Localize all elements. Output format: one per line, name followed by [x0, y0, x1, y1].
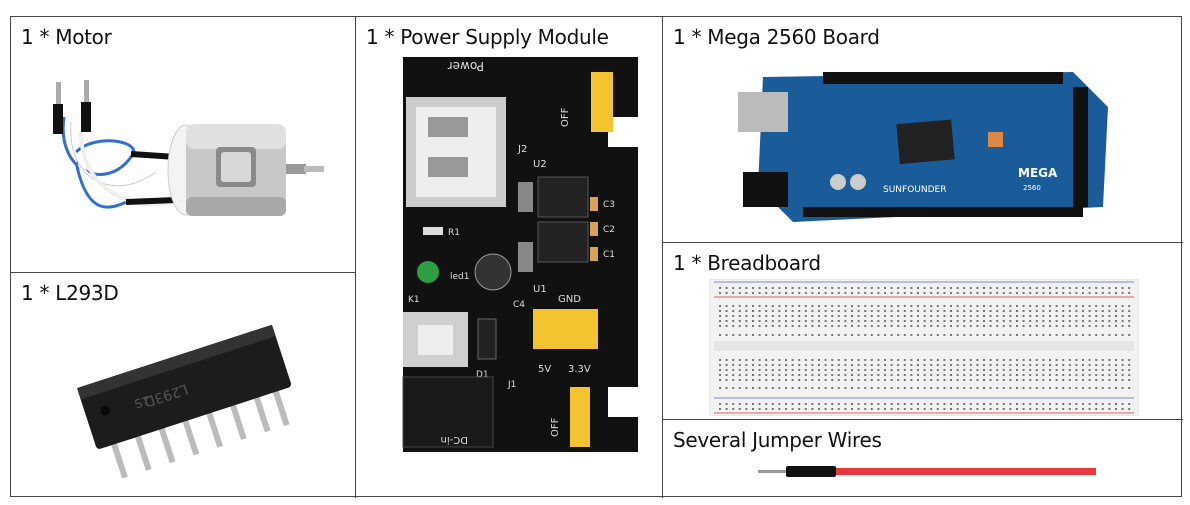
- cell-motor: 1 * Motor: [11, 17, 356, 273]
- cell-mega: 1 * Mega 2560 Board SUNFOUNDER MEGA 2560: [663, 17, 1183, 243]
- pcb-k1-text: K1: [408, 295, 420, 305]
- components-table: 1 * Motor: [10, 16, 1183, 498]
- chip-text-st: ST: [133, 394, 152, 412]
- breadboard-holes: [719, 287, 1131, 410]
- power-supply-image: Power J2 OFF U2 U1 C3 C2 C1: [402, 57, 638, 452]
- item-label-jumper: Several Jumper Wires: [673, 428, 882, 452]
- pcb-33v-text: 3.3V: [568, 364, 591, 375]
- pcb-power-text: Power: [448, 59, 484, 73]
- pcb-c4-text: C4: [513, 300, 525, 310]
- pcb-5v-text: 5V: [538, 364, 551, 375]
- pcb-u2-text: U2: [533, 159, 547, 170]
- mega-model-sub-text: 2560: [1023, 184, 1041, 192]
- cell-jumper: Several Jumper Wires: [663, 420, 1183, 498]
- item-label-motor: 1 * Motor: [21, 25, 112, 49]
- jumper-wire-image: [758, 466, 1096, 477]
- mega-model-text: MEGA: [1018, 166, 1058, 180]
- item-label-power: 1 * Power Supply Module: [366, 25, 609, 49]
- item-label-mega: 1 * Mega 2560 Board: [673, 25, 880, 49]
- pcb-c3-text: C3: [603, 200, 615, 210]
- cell-power-supply: 1 * Power Supply Module Power J2 OFF U2 …: [356, 17, 663, 498]
- pcb-led1-text: led1: [450, 272, 469, 282]
- pcb-d1-text: D1: [476, 370, 489, 380]
- l293d-chip-image: L293D ST: [76, 324, 292, 479]
- mega-board-image: SUNFOUNDER MEGA 2560: [738, 72, 1108, 222]
- pcb-gnd-text: GND: [558, 294, 581, 305]
- pcb-off-bottom: OFF: [550, 417, 561, 437]
- cell-breadboard: 1 * Breadboard: [663, 243, 1183, 420]
- breadboard-image: [709, 279, 1139, 416]
- cell-l293d: 1 * L293D L293D ST: [11, 273, 356, 498]
- item-label-breadboard: 1 * Breadboard: [673, 251, 821, 275]
- mega-brand-text: SUNFOUNDER: [883, 185, 946, 195]
- pcb-c2-text: C2: [603, 225, 615, 235]
- pcb-j2-text: J2: [517, 144, 527, 155]
- motor-image: [53, 80, 324, 216]
- pcb-u1-text: U1: [533, 284, 547, 295]
- item-label-l293d: 1 * L293D: [21, 281, 119, 305]
- pcb-j1-text: J1: [507, 380, 516, 390]
- pcb-r1-text: R1: [448, 228, 460, 238]
- pcb-c1-text: C1: [603, 250, 615, 260]
- pcb-off-top: OFF: [560, 107, 571, 127]
- pcb-dcin-text: DC-in: [441, 434, 468, 445]
